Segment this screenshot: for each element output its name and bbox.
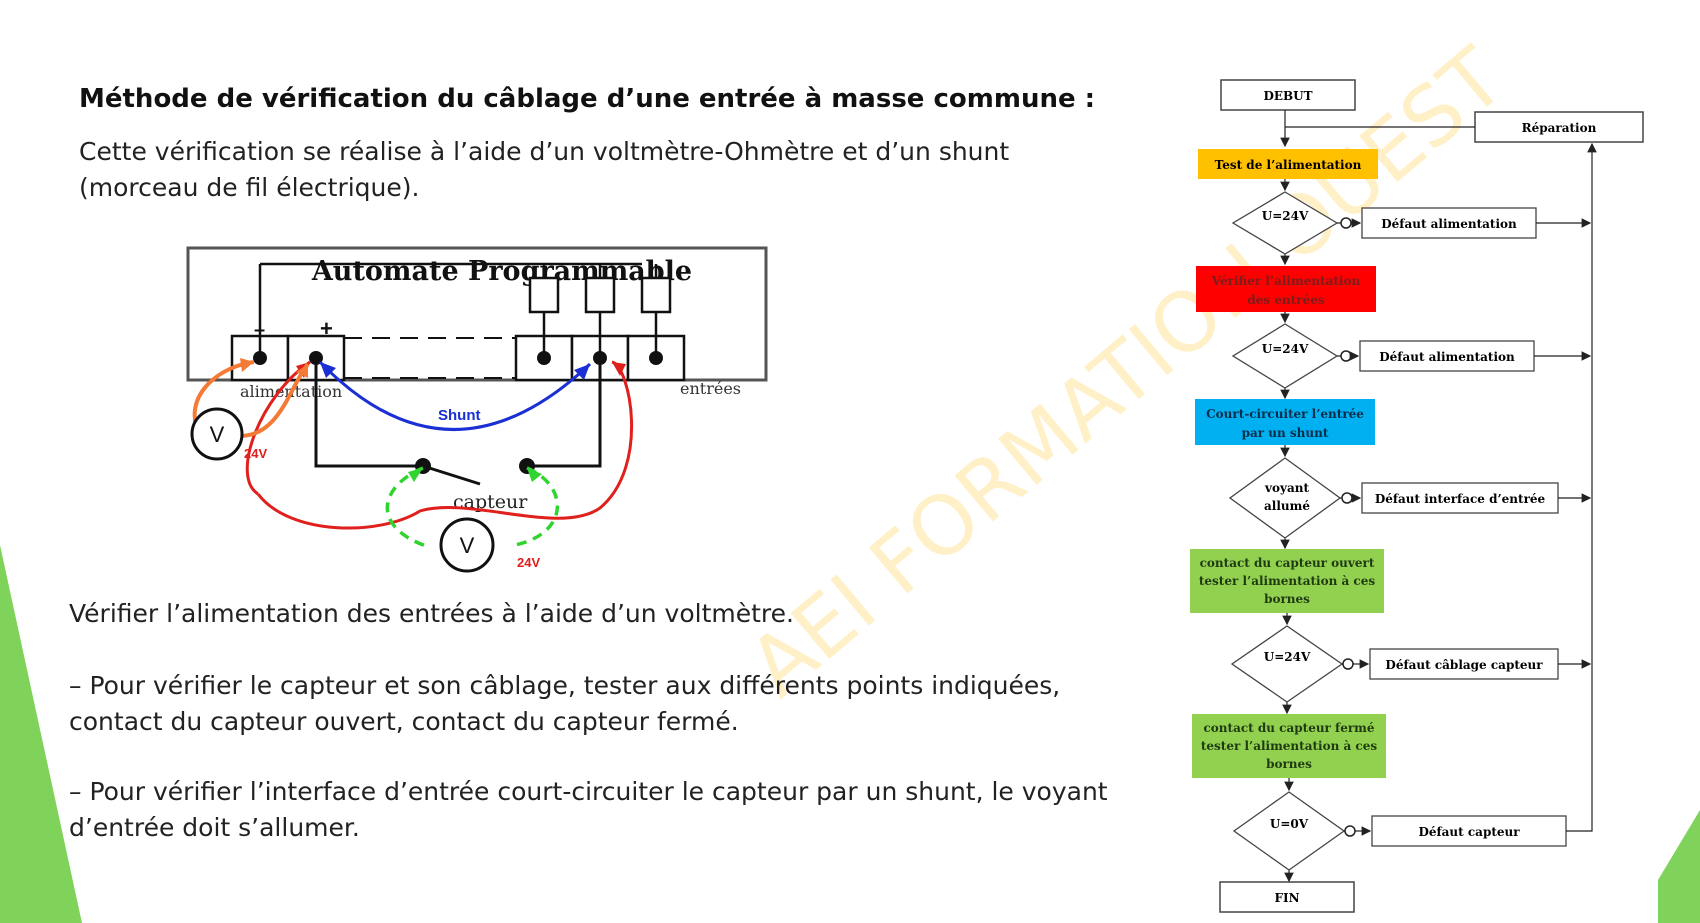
intro-text: Cette vérification se réalise à l’aide d… — [79, 137, 1010, 202]
step-1-text: Vérifier l’alimentation des entrées à l’… — [69, 599, 794, 628]
flow-fault-3-label: Défaut interface d’entrée — [1375, 492, 1546, 506]
step-2-text: – Pour vérifier le capteur et son câblag… — [69, 671, 1061, 736]
flow-start-label: DEBUT — [1263, 89, 1312, 103]
voltmeter-sensor — [439, 517, 495, 573]
step-3-text: – Pour vérifier l’interface d’entrée cou… — [69, 777, 1108, 842]
flow-decision-1-label: U=24V — [1262, 209, 1309, 223]
flow-step-5-line-3: bornes — [1266, 757, 1312, 771]
flow-fault-3 — [1361, 482, 1559, 514]
flow-repair — [1474, 111, 1644, 143]
flow-step-4-line-3: bornes — [1264, 592, 1310, 606]
flowchart: DEBUT Réparation FIN Test de l’alimentat… — [1190, 79, 1644, 913]
voltmeter-symbol-1: V — [210, 422, 225, 447]
wiring-diagram: Automate Programmable – + alimentation — [186, 246, 768, 573]
flow-fault-2-label: Défaut alimentation — [1379, 350, 1515, 364]
flow-fault-2 — [1359, 340, 1535, 372]
shunt-wire — [318, 360, 592, 431]
flow-fault-5-label: Défaut capteur — [1418, 825, 1520, 839]
flow-step-1-label: Test de l’alimentation — [1215, 158, 1362, 172]
flow-decision-2 — [1231, 323, 1339, 389]
flow-decision-3-line-1: voyant — [1264, 481, 1309, 495]
flow-step-5-line-2: tester l’alimentation à ces — [1201, 739, 1378, 753]
plus-sign: + — [320, 316, 333, 341]
flow-step-4 — [1190, 549, 1384, 613]
plc-title: Automate Programmable — [311, 256, 692, 287]
flow-fault-1 — [1361, 207, 1537, 239]
flow-decision-2-label: U=24V — [1262, 342, 1309, 356]
flow-decision-5-label: U=0V — [1270, 817, 1309, 831]
flow-step-4-line-2: tester l’alimentation à ces — [1199, 574, 1376, 588]
inputs-label: entrées — [680, 379, 741, 398]
flow-start — [1220, 79, 1356, 111]
flow-step-4-line-1: contact du capteur ouvert — [1200, 556, 1375, 570]
flow-decision-3-line-2: allumé — [1264, 499, 1310, 513]
flow-decision-3 — [1228, 457, 1342, 539]
flow-decision-4 — [1230, 625, 1344, 703]
green-corner-left — [0, 545, 82, 923]
flow-end-label: FIN — [1274, 891, 1299, 905]
flow-repair-label: Réparation — [1522, 121, 1597, 135]
slide-heading: Méthode de vérification du câblage d’une… — [79, 84, 1096, 114]
green-corner-right — [1658, 810, 1700, 923]
flow-step-5 — [1192, 714, 1386, 778]
flow-step-2-line-1: Vérifier l’alimentation — [1211, 274, 1361, 288]
voltmeter-supply — [190, 407, 244, 461]
voltage-label-1: 24V — [244, 446, 267, 461]
voltage-label-2: 24V — [517, 555, 540, 570]
flow-fault-4 — [1369, 648, 1559, 680]
shunt-label: Shunt — [438, 407, 481, 424]
flow-fault-4-label: Défaut câblage capteur — [1385, 658, 1543, 672]
flow-step-3-line-1: Court-circuiter l’entrée — [1206, 407, 1364, 421]
flow-step-3 — [1195, 399, 1375, 445]
flow-fault-1-label: Défaut alimentation — [1381, 217, 1517, 231]
flow-decision-5 — [1232, 791, 1346, 871]
flow-step-3-line-2: par un shunt — [1242, 426, 1329, 440]
flow-step-1 — [1198, 149, 1378, 179]
flow-step-5-line-1: contact du capteur fermé — [1204, 721, 1375, 735]
flow-step-2 — [1196, 266, 1376, 312]
flow-decision-4-label: U=24V — [1264, 650, 1311, 664]
voltmeter-symbol-2: V — [460, 533, 475, 558]
flow-step-2-line-2: des entrées — [1247, 293, 1324, 307]
flow-decision-1 — [1231, 191, 1339, 255]
